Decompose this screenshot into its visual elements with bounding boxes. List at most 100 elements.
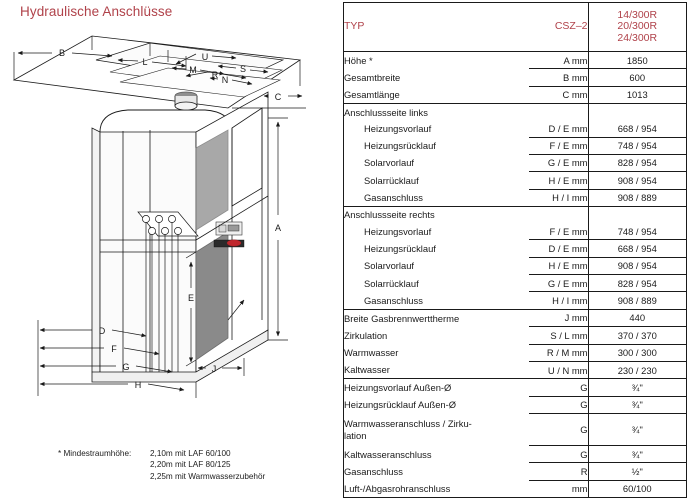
dim-label-R: R: [212, 70, 219, 80]
row-label: Warmwasseranschluss / Zirku-lation: [344, 418, 472, 441]
row-symbol: R / M mm: [529, 343, 588, 362]
dim-label-C: C: [275, 92, 282, 102]
row-value: 748 / 954: [587, 223, 686, 240]
row-symbol: mm: [529, 479, 588, 497]
dim-label-G: G: [122, 362, 129, 372]
dim-label-A: A: [275, 223, 281, 233]
row-value: 828 / 954: [587, 274, 686, 292]
row-label: Heizungsrücklauf: [364, 140, 436, 152]
row-value: ¾": [587, 413, 686, 446]
row-label: Solarvorlauf: [364, 260, 415, 272]
row-value: 230 / 230: [587, 360, 686, 379]
dim-label-J: J: [212, 364, 217, 374]
row-value: 908 / 954: [587, 171, 686, 190]
row-symbol: R: [529, 462, 588, 481]
dim-label-H: H: [135, 380, 142, 390]
row-symbol: [529, 206, 588, 224]
row-value: 908 / 889: [587, 188, 686, 207]
row-symbol: G: [529, 395, 588, 414]
row-value: 748 / 954: [587, 136, 686, 155]
row-value: 1850: [587, 51, 686, 69]
row-label: Kaltwasser: [344, 364, 390, 376]
row-value: 60/100: [587, 479, 686, 497]
row-symbol: B mm: [529, 68, 588, 87]
table-header-row: TYP CSZ–2 14/300R 20/300R 24/300R: [344, 3, 686, 52]
row-label: Solarrücklauf: [364, 174, 419, 186]
dim-label-F: F: [111, 344, 117, 354]
row-symbol: S / L mm: [529, 326, 588, 345]
row-symbol: D / E mm: [548, 122, 588, 134]
row-value: 908 / 889: [587, 291, 686, 310]
dim-label-B: B: [59, 48, 65, 58]
row-value: 440: [587, 308, 686, 327]
row-label: Heizungsvorlauf Außen-Ø: [344, 378, 529, 397]
row-symbol: F / E mm: [549, 225, 588, 237]
row-value: [587, 103, 686, 121]
table-row: Anschlussseite links: [344, 103, 686, 121]
row-label: Gasanschluss: [344, 465, 403, 477]
row-label: Höhe *: [344, 51, 529, 69]
row-label: Luft-/Abgasrohranschluss: [344, 483, 451, 494]
row-symbol: G: [529, 378, 588, 397]
header-symbol-label: CSZ–2: [554, 20, 588, 33]
row-label: Warmwasser: [344, 347, 399, 359]
row-value: [587, 206, 686, 224]
dim-label-D: D: [99, 326, 106, 336]
page-title: Hydraulische Anschlüsse: [20, 4, 173, 19]
row-label: Heizungsvorlauf: [364, 123, 432, 135]
header-model-3: 24/300R: [617, 31, 658, 44]
row-value: 668 / 954: [587, 120, 686, 137]
dim-label-N: N: [222, 75, 229, 85]
header-model-2: 20/300R: [617, 20, 658, 33]
header-type-label: TYP: [344, 20, 365, 33]
technical-drawing: B L M N U S R C A E D F G H J: [0, 0, 340, 500]
footnote: * Mindestraumhöhe: 2,10m mit LAF 60/100 …: [58, 448, 265, 482]
row-symbol: [529, 103, 588, 121]
footnote-marker: *: [58, 449, 62, 458]
dim-label-E: E: [188, 293, 194, 303]
row-value: ½": [587, 462, 686, 481]
row-value: 828 / 954: [587, 153, 686, 172]
row-value: ¾": [587, 444, 686, 463]
row-label: Anschlussseite links: [344, 103, 529, 121]
row-label: Gasanschluss: [364, 294, 423, 306]
table-row: Anschlussseite rechts: [344, 206, 686, 224]
row-symbol: H / I mm: [529, 188, 588, 207]
row-label: Gasanschluss: [364, 191, 423, 203]
row-value: 668 / 954: [587, 239, 686, 258]
row-value: 370 / 370: [587, 326, 686, 345]
dim-label-S: S: [240, 64, 246, 74]
spec-table-body: TYP CSZ–2 14/300R 20/300R 24/300R Höhe *…: [344, 3, 686, 497]
row-symbol: J mm: [529, 308, 588, 327]
header-models: 14/300R 20/300R 24/300R: [587, 3, 686, 52]
row-label: Kaltwasseranschluss: [344, 448, 432, 460]
row-value: 600: [587, 68, 686, 87]
footnote-line-1: 2,10m mit LAF 60/100: [150, 449, 231, 458]
row-symbol: D / E mm: [529, 239, 588, 258]
row-symbol: A mm: [529, 51, 588, 69]
row-symbol: G / E mm: [529, 274, 588, 292]
row-label: Anschlussseite rechts: [344, 206, 529, 224]
header-model-1: 14/300R: [617, 9, 658, 22]
row-value: 1013: [587, 85, 686, 104]
row-symbol: G / E mm: [529, 153, 588, 172]
row-value: ¾": [587, 378, 686, 397]
row-label: Solarvorlauf: [364, 157, 415, 169]
footnote-line-2: 2,20m mit LAF 80/125: [150, 460, 231, 470]
